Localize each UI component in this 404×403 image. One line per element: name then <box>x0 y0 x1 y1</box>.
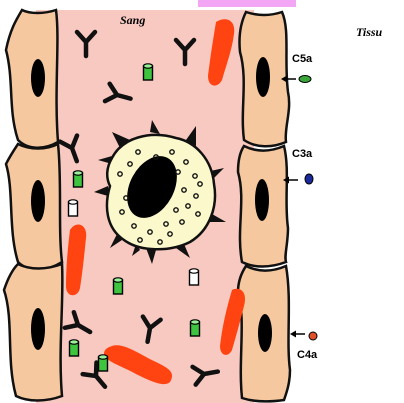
blood-label: Sang <box>120 13 145 28</box>
endothelial-cell-icon <box>4 264 62 401</box>
c3a-label: C3a <box>292 148 312 160</box>
c4a-label: C4a <box>297 349 317 361</box>
tissue-label: Tissu <box>356 25 382 40</box>
endothelial-cell-icon <box>6 10 58 148</box>
c5a-label: C5a <box>292 53 312 65</box>
c4a-fragment <box>290 331 317 341</box>
top-bar <box>198 0 296 7</box>
c5a-fragment <box>281 76 311 83</box>
endothelial-cell-icon <box>238 146 288 267</box>
endothelial-cell-icon <box>238 266 290 401</box>
endothelial-cell-icon <box>6 144 62 270</box>
arrow-left-icon <box>290 331 296 338</box>
